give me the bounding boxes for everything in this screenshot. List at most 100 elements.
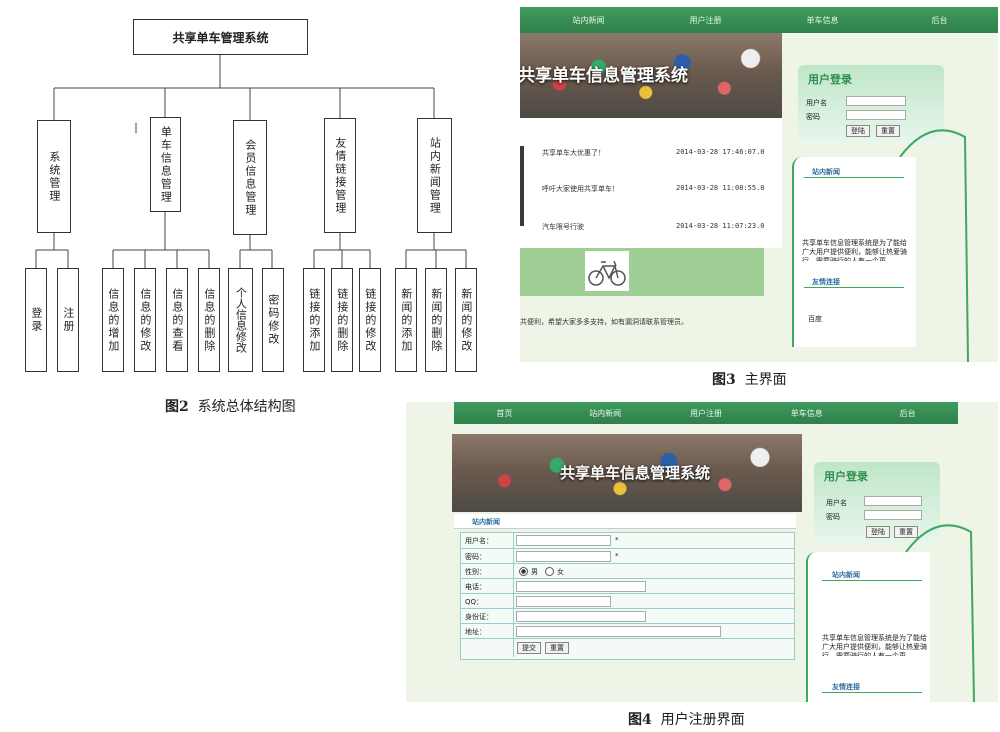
password-label: 密码： <box>465 553 486 561</box>
nav-item[interactable]: 后台 <box>899 408 916 418</box>
news-title[interactable]: 呼吁大家使用共享单车！ <box>542 185 619 193</box>
username-label: 用户名 <box>806 99 827 107</box>
leaf-label: 信息的查看 <box>170 287 184 353</box>
reset-button[interactable]: 重置 <box>894 526 918 538</box>
module-label: 单车信息管理 <box>159 125 173 204</box>
nav-item[interactable]: 站内新闻 <box>572 15 605 25</box>
register-page-screenshot: 首页 站内新闻 用户注册 单车信息 后台 共享单车信息管理系统 站内新闻 用户名… <box>406 402 998 702</box>
login-button[interactable]: 登陆 <box>866 526 890 538</box>
nav-item[interactable]: 单车信息 <box>806 15 839 25</box>
username-input[interactable] <box>516 535 611 546</box>
leaf-node: 信息的增加 <box>102 268 124 372</box>
form-row: 密码： * <box>461 548 794 564</box>
bicycle-icon <box>588 260 626 286</box>
phone-label: 电话： <box>465 583 486 591</box>
nav-item[interactable]: 站内新闻 <box>589 408 622 418</box>
module-bike-info: 单车信息管理 <box>150 117 181 212</box>
nav-item[interactable]: 首页 <box>496 408 513 418</box>
reset-button[interactable]: 重置 <box>876 125 900 137</box>
login-panel: 用户登录 用户名 密码 登陆 重置 <box>798 65 944 143</box>
module-label: 站内新闻管理 <box>428 136 442 215</box>
leaf-label: 个人信息修改 <box>234 287 248 353</box>
required-mark: * <box>615 552 619 560</box>
form-row: 身份证： <box>461 608 794 624</box>
leaf-node: 新闻的修改 <box>455 268 477 372</box>
hero-banner: 共享单车信息管理系统 <box>452 434 802 512</box>
side-news-head: 站内新闻 <box>832 571 860 579</box>
form-sep <box>513 564 514 579</box>
caption-number: 图3 <box>712 372 736 388</box>
module-label: 会员信息管理 <box>243 138 257 217</box>
required-mark: * <box>615 536 619 544</box>
module-system: 系统管理 <box>37 120 71 233</box>
form-row: 地址： <box>461 623 794 639</box>
root-node-label: 共享单车管理系统 <box>172 30 269 45</box>
figure4-caption: 图4 用户注册界面 <box>628 709 745 729</box>
leaf-node: 登录 <box>25 268 47 372</box>
female-label: 女 <box>557 568 564 576</box>
nav-item[interactable]: 用户注册 <box>689 15 722 25</box>
username-label: 用户名： <box>465 537 493 545</box>
username-input[interactable] <box>846 96 906 106</box>
address-input[interactable] <box>516 626 721 637</box>
bike-strip <box>520 248 764 296</box>
phone-input[interactable] <box>516 581 646 592</box>
top-nav: 首页 站内新闻 用户注册 单车信息 后台 <box>454 402 958 424</box>
password-label: 密码 <box>826 513 840 521</box>
leaf-label: 新闻的添加 <box>399 287 413 353</box>
password-input[interactable] <box>846 110 906 120</box>
section-title: 站内新闻 <box>472 518 500 526</box>
section-header: 站内新闻 <box>454 514 796 529</box>
side-rule <box>822 692 922 693</box>
password-label: 密码 <box>806 113 820 121</box>
footer-text: 共便利，希望大家多多支持，如有漏洞请联系管理员。 <box>520 318 688 326</box>
leaf-label: 链接的修改 <box>363 287 377 353</box>
side-rule <box>804 287 904 288</box>
hero-banner: 共享单车信息管理系统 <box>520 33 782 118</box>
nav-item[interactable]: 单车信息 <box>790 408 823 418</box>
form-row: 提交 重置 <box>461 638 794 657</box>
qq-label: QQ： <box>465 598 484 606</box>
login-button[interactable]: 登陆 <box>846 125 870 137</box>
male-label: 男 <box>531 568 538 576</box>
login-panel: 用户登录 用户名 密码 登陆 重置 <box>814 462 940 544</box>
leaf-label: 信息的删除 <box>202 287 216 353</box>
leaf-node: 信息的删除 <box>198 268 220 372</box>
female-radio[interactable] <box>545 567 554 576</box>
nav-item[interactable]: 后台 <box>931 15 948 25</box>
side-rule <box>804 177 904 178</box>
id-card-input[interactable] <box>516 611 646 622</box>
form-sep <box>513 579 514 594</box>
link-item[interactable]: 百度 <box>808 315 822 323</box>
module-label: 友情链接管理 <box>333 136 347 215</box>
submit-button[interactable]: 提交 <box>517 642 541 654</box>
figure3-caption: 图3 主界面 <box>712 369 787 389</box>
leaf-label: 注册 <box>61 307 75 333</box>
username-input[interactable] <box>864 496 922 506</box>
leaf-label: 链接的添加 <box>307 287 321 353</box>
password-input[interactable] <box>516 551 611 562</box>
reset-button[interactable]: 重置 <box>545 642 569 654</box>
form-sep <box>513 549 514 564</box>
side-rule <box>822 580 922 581</box>
leaf-label: 新闻的删除 <box>429 287 443 353</box>
qq-input[interactable] <box>516 596 611 607</box>
login-title: 用户登录 <box>808 73 852 86</box>
leaf-node: 信息的查看 <box>166 268 188 372</box>
news-title[interactable]: 汽车限号行驶 <box>542 223 584 231</box>
news-title[interactable]: 共享单车大优惠了！ <box>542 149 605 157</box>
caption-number: 图2 <box>165 399 189 415</box>
side-panel: 站内新闻 共享单车信息管理系统是为了能给 广大用户提供便利，能够让热爱骑行，需要… <box>806 552 930 702</box>
leaf-label: 链接的删除 <box>335 287 349 353</box>
form-row: 电话： <box>461 578 794 594</box>
nav-item[interactable]: 用户注册 <box>689 408 722 418</box>
register-form: 用户名： * 密码： * 性别： 男 女 电话： QQ： <box>460 532 795 660</box>
leaf-label: 登录 <box>29 307 43 333</box>
news-time: 2014-03-28 11:07:23.0 <box>676 222 765 230</box>
male-radio[interactable] <box>519 567 528 576</box>
module-label: 系统管理 <box>47 150 61 203</box>
news-list: 共享单车大优惠了！ 2014-03-28 17:46:07.0 呼吁大家使用共享… <box>520 118 782 248</box>
leaf-label: 密码修改 <box>266 294 280 346</box>
root-node: 共享单车管理系统 <box>133 19 308 55</box>
password-input[interactable] <box>864 510 922 520</box>
